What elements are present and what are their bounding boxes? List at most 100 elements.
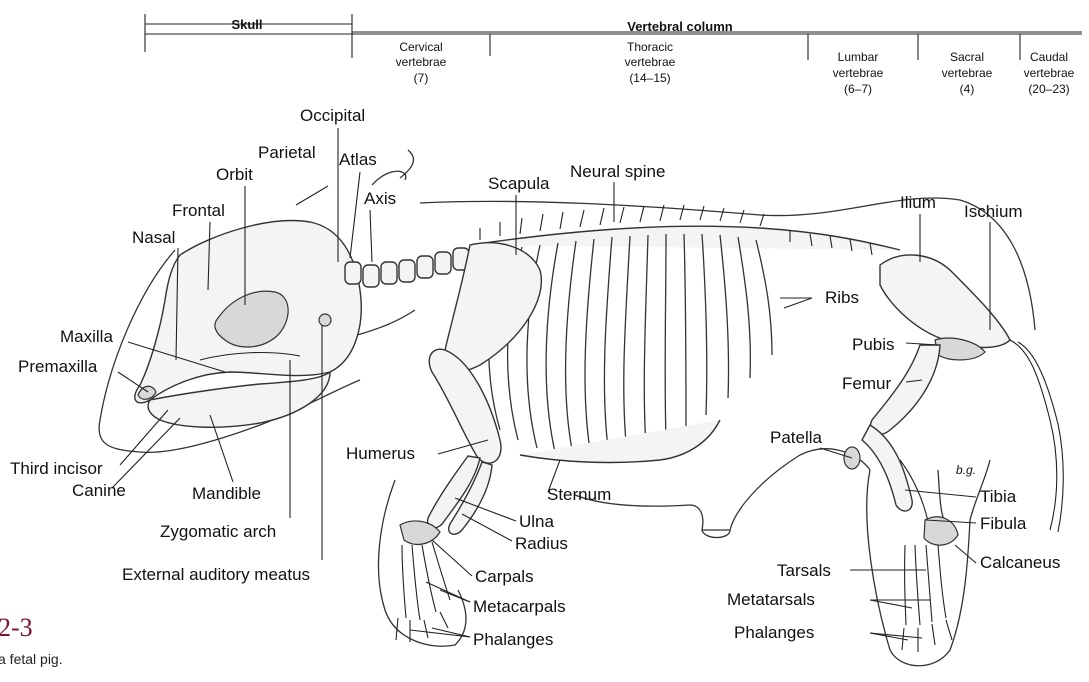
figure-number: 2-3 <box>0 613 33 642</box>
canine-leader <box>112 418 180 488</box>
radius-leader <box>462 514 512 541</box>
sacral-line-3: (4) <box>960 82 975 96</box>
label-third-incisor: Third incisor <box>10 459 103 478</box>
label-frontal: Frontal <box>172 201 225 220</box>
label-ischium: Ischium <box>964 202 1023 221</box>
label-zygomatic-arch: Zygomatic arch <box>160 522 276 541</box>
skull <box>135 221 361 428</box>
axis-bone <box>363 265 379 287</box>
label-tarsals: Tarsals <box>777 561 831 580</box>
lumbar-line-1: Lumbar <box>838 50 879 64</box>
hindlimb <box>844 255 1063 652</box>
rib-11 <box>684 234 686 428</box>
rib-6 <box>585 239 594 456</box>
vertebral-column-heading: Vertebral column <box>627 19 733 34</box>
calcaneus-leader <box>955 545 976 563</box>
label-tibia: Tibia <box>980 487 1017 506</box>
metacarpals-leader-2 <box>440 590 470 602</box>
rib-8 <box>624 236 630 452</box>
tibia-leader <box>905 490 976 497</box>
artist-signature: b.g. <box>956 463 976 477</box>
cervical-bone-3 <box>381 262 397 284</box>
cervical-bone-5 <box>417 256 433 278</box>
tibia-bone <box>862 425 912 511</box>
caudal-line-1: Caudal <box>1030 50 1068 64</box>
phalanges-front-leader-1 <box>410 630 470 637</box>
parietal-leader <box>296 186 328 205</box>
label-ribs: Ribs <box>825 288 859 307</box>
label-radius: Radius <box>515 534 568 553</box>
caudal-line-3: (20–23) <box>1028 82 1069 96</box>
axis-leader <box>370 210 372 262</box>
umbilicus-outline <box>702 530 730 538</box>
ear-scribble <box>372 150 413 185</box>
rib-12 <box>702 234 707 415</box>
label-occipital: Occipital <box>300 106 365 125</box>
sacral-line-2: vertebrae <box>942 66 993 80</box>
lumbar-line-3: (6–7) <box>844 82 872 96</box>
thoracic-line-1: Thoracic <box>627 40 673 54</box>
label-ilium: Ilium <box>900 193 936 212</box>
cervical-bone-4 <box>399 260 415 282</box>
label-sternum: Sternum <box>547 485 611 504</box>
sacral-line-1: Sacral <box>950 50 984 64</box>
thoracic-line-2: vertebrae <box>625 55 676 69</box>
rib-5 <box>566 241 576 455</box>
label-humerus: Humerus <box>346 444 415 463</box>
cervical-line-3: (7) <box>414 71 429 85</box>
label-ulna: Ulna <box>519 512 555 531</box>
label-phalanges-front: Phalanges <box>473 630 553 649</box>
cervical-vertebrae <box>345 248 469 287</box>
thoracic-line-3: (14–15) <box>629 71 670 85</box>
metacarpals-bones <box>402 542 450 620</box>
label-metatarsals: Metatarsals <box>727 590 815 609</box>
label-phalanges-hind: Phalanges <box>734 623 814 642</box>
label-atlas: Atlas <box>339 150 377 169</box>
cervical-bone-6 <box>435 252 451 274</box>
rib-14 <box>738 237 750 378</box>
label-parietal: Parietal <box>258 143 316 162</box>
figure-caption: 2-3 a fetal pig. <box>0 613 63 667</box>
cervical-line-2: vertebrae <box>396 55 447 69</box>
rib-9 <box>644 235 648 446</box>
spinal-column-bar <box>470 226 900 250</box>
label-neural-spine: Neural spine <box>570 162 665 181</box>
caudal-line-2: vertebrae <box>1024 66 1075 80</box>
phalanges-hind-bones <box>902 620 952 652</box>
atlas-bone <box>345 262 361 284</box>
region-header: Skull Vertebral column Cervical vertebra… <box>145 14 1082 96</box>
ribs-leader-2 <box>784 298 812 308</box>
phalanges-front-bones <box>396 612 448 642</box>
label-scapula: Scapula <box>488 174 550 193</box>
cervical-line-1: Cervical <box>399 40 442 54</box>
lumbar-line-2: vertebrae <box>833 66 884 80</box>
rib-15 <box>756 240 772 355</box>
skull-heading: Skull <box>231 17 262 32</box>
label-carpals: Carpals <box>475 567 534 586</box>
label-canine: Canine <box>72 481 126 500</box>
label-premaxilla: Premaxilla <box>18 357 98 376</box>
auditory-meatus-hole <box>319 314 331 326</box>
metatarsals-bones <box>905 545 946 625</box>
caudal-tail-bones <box>1010 340 1063 532</box>
label-metacarpals: Metacarpals <box>473 597 566 616</box>
label-patella: Patella <box>770 428 823 447</box>
label-maxilla: Maxilla <box>60 327 113 346</box>
rib-10 <box>665 234 666 438</box>
label-calcaneus: Calcaneus <box>980 553 1060 572</box>
label-nasal: Nasal <box>132 228 175 247</box>
figure-caption-text: a fetal pig. <box>0 651 63 667</box>
label-external-auditory-meatus: External auditory meatus <box>122 565 310 584</box>
label-pubis: Pubis <box>852 335 895 354</box>
carpals-leader <box>432 540 472 576</box>
atlas-leader <box>350 172 360 258</box>
label-axis: Axis <box>364 189 396 208</box>
label-fibula: Fibula <box>980 514 1027 533</box>
rib-4 <box>546 243 558 452</box>
rib-7 <box>604 237 612 455</box>
rib-13 <box>720 235 729 398</box>
label-orbit: Orbit <box>216 165 253 184</box>
label-femur: Femur <box>842 374 891 393</box>
label-mandible: Mandible <box>192 484 261 503</box>
